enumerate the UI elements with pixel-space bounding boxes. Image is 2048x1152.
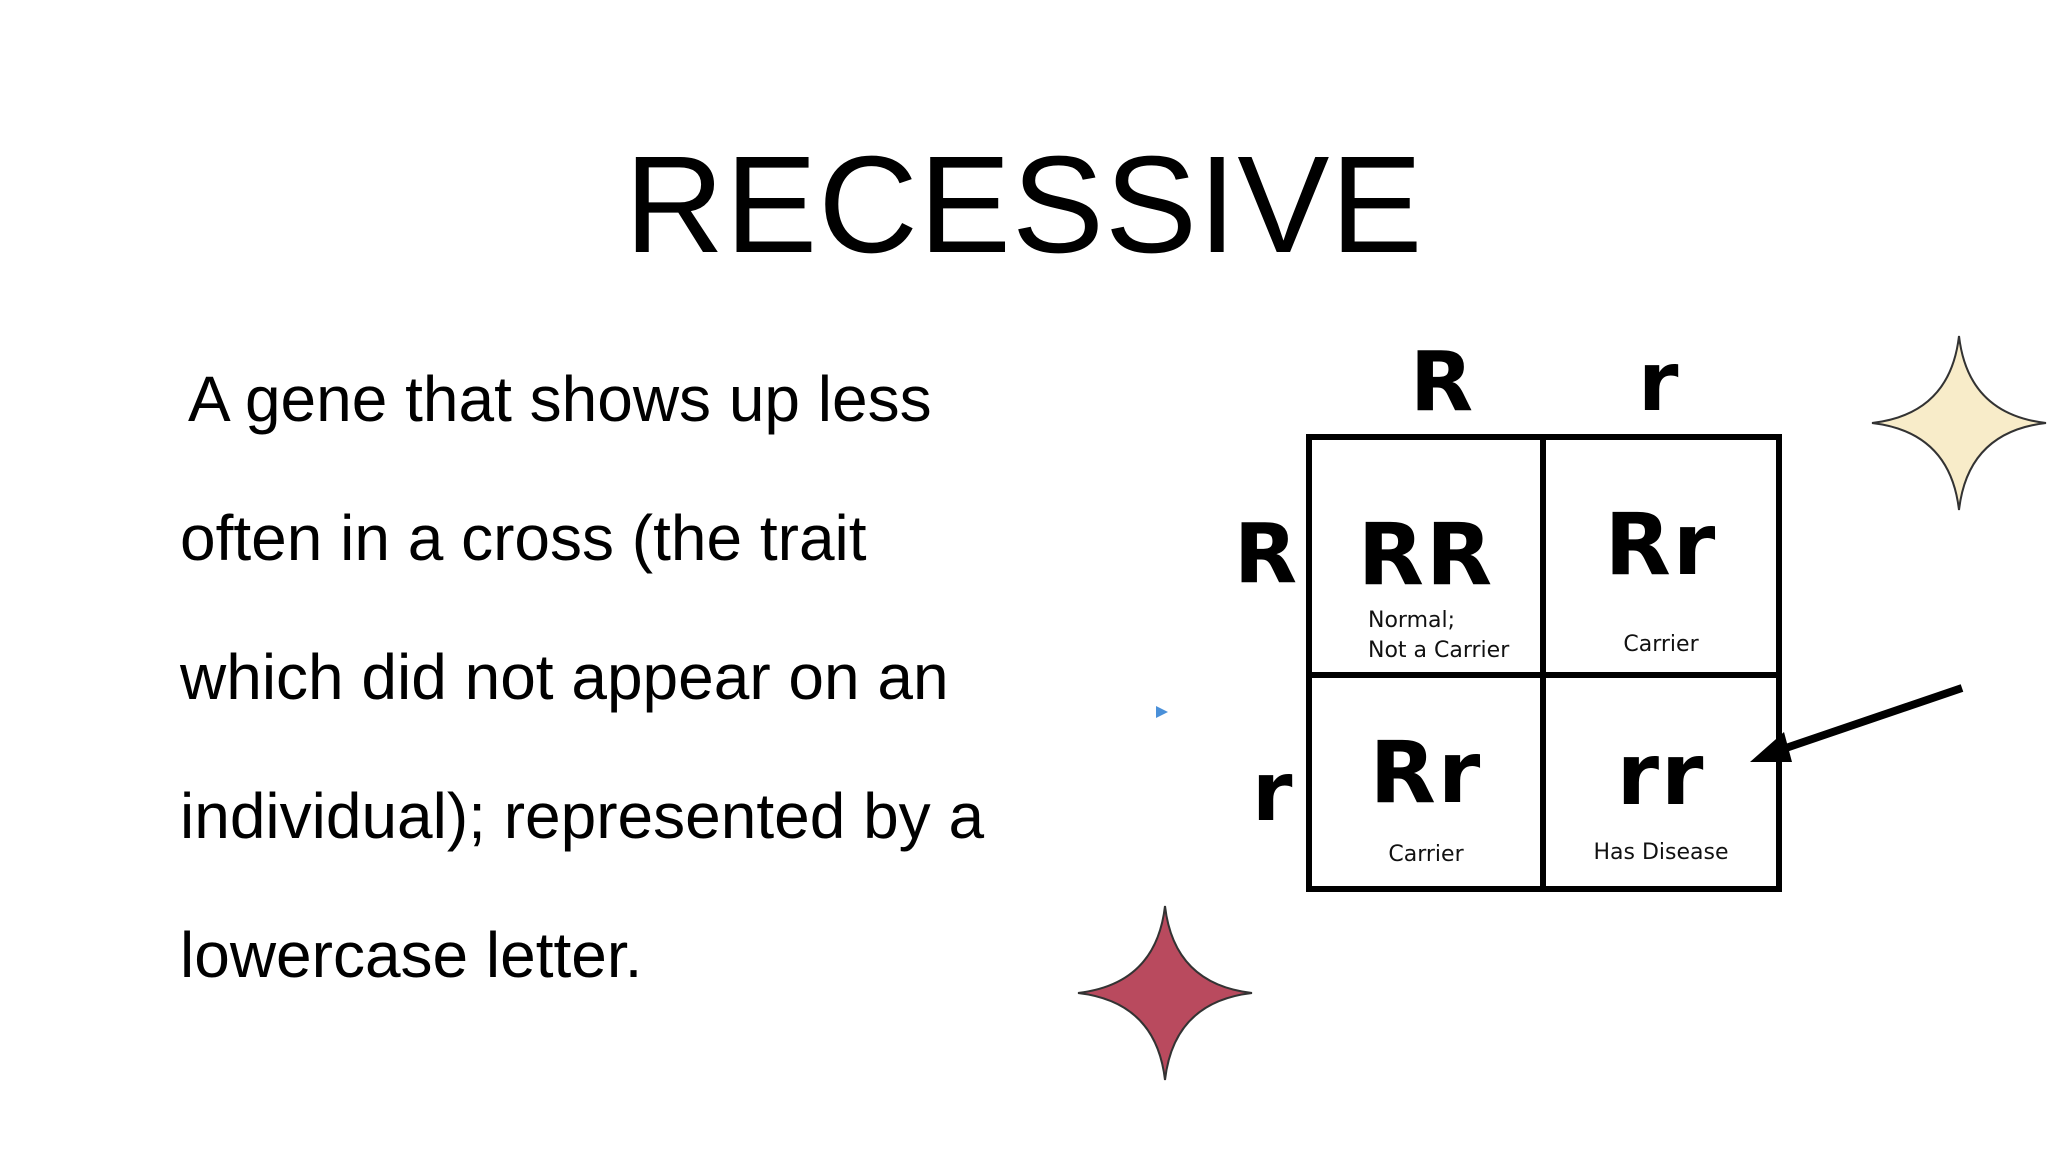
definition-line: A gene that shows up less xyxy=(188,363,932,435)
punnett-cell: Rr Carrier xyxy=(1312,678,1546,886)
cell-note: Not a Carrier xyxy=(1368,638,1510,663)
cell-note: Carrier xyxy=(1388,842,1464,867)
definition-line: which did not appear on an xyxy=(180,641,949,713)
cell-note: Normal; xyxy=(1368,608,1456,633)
sparkle-star-icon xyxy=(1871,335,2047,511)
definition-line: lowercase letter. xyxy=(180,919,643,991)
genotype-label: RR xyxy=(1357,505,1495,605)
genotype-label: rr xyxy=(1616,725,1706,825)
genotype-label: Rr xyxy=(1369,723,1483,823)
cell-note: Has Disease xyxy=(1593,840,1729,865)
pointer-triangle-icon xyxy=(1156,706,1168,718)
arrow-icon xyxy=(1750,684,1964,762)
punnett-grid: RR Normal; Not a Carrier Rr Carrier Rr C… xyxy=(1306,434,1782,892)
punnett-cell: Rr Carrier xyxy=(1546,440,1776,678)
definition-line: individual); represented by a xyxy=(180,780,985,852)
definition-text: A gene that shows up less often in a cro… xyxy=(180,330,1080,1025)
cell-note: Carrier xyxy=(1623,632,1699,657)
row-header: R xyxy=(1234,507,1298,602)
genotype-label: Rr xyxy=(1604,495,1718,595)
column-header: r xyxy=(1638,335,1679,430)
slide-title: RECESSIVE xyxy=(624,128,1424,282)
column-header: R xyxy=(1410,335,1474,430)
punnett-square: R r R r RR Normal; Not a Carrier Rr Carr… xyxy=(1210,330,1820,910)
row-header: r xyxy=(1252,745,1293,840)
definition-line: often in a cross (the trait xyxy=(180,502,867,574)
punnett-cell: rr Has Disease xyxy=(1546,678,1776,886)
punnett-cell: RR Normal; Not a Carrier xyxy=(1312,440,1546,678)
sparkle-star-icon xyxy=(1077,905,1253,1081)
